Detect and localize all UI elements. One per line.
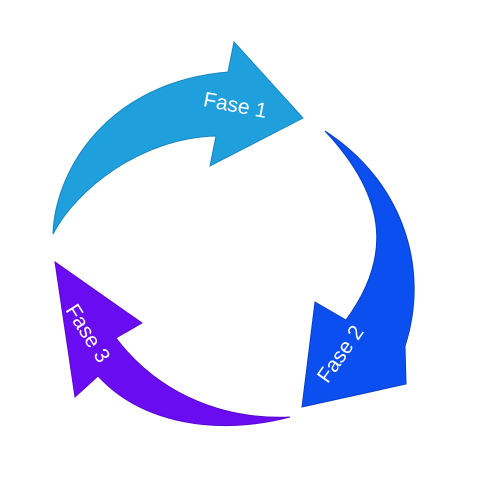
phase-3-arrow: Fase 3 xyxy=(54,260,291,426)
phase-1-arrow-shape xyxy=(52,40,304,235)
phase-3-arrow-shape xyxy=(54,260,291,426)
phase-2-arrow-shape xyxy=(301,130,415,408)
phase-1-arrow: Fase 1 xyxy=(52,40,304,235)
phase-2-arrow: Fase 2 xyxy=(301,130,415,408)
